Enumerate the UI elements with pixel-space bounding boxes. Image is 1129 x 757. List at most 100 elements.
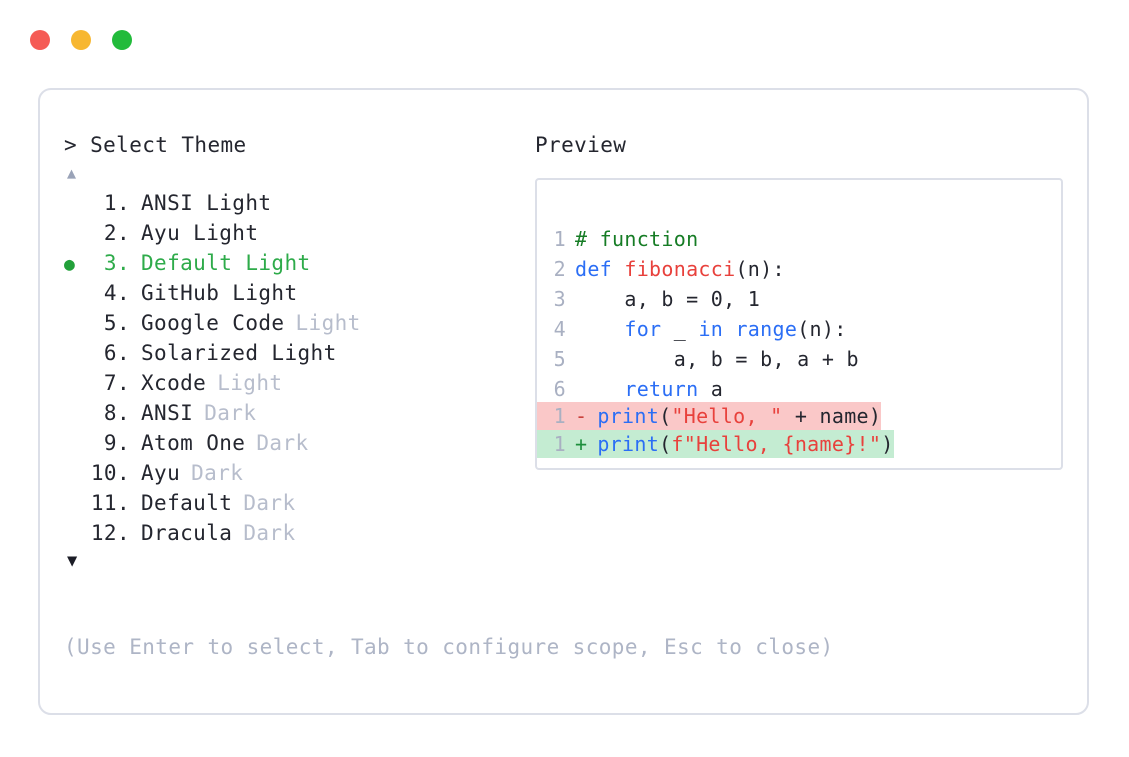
theme-item-name: GitHub Light: [141, 281, 298, 305]
code-token: [723, 317, 735, 341]
code-line: 6 return a: [537, 374, 1061, 404]
code-token: return: [624, 377, 699, 401]
code-line: 3 a, b = 0, 1: [537, 284, 1061, 314]
theme-item-number: 1.: [103, 191, 130, 215]
code-token: !": [856, 432, 882, 456]
preview-label: Preview: [535, 133, 627, 157]
line-number: 1: [553, 227, 566, 251]
theme-list-item[interactable]: 8. ANSI Dark: [64, 398, 534, 428]
theme-item-name: Atom One: [141, 431, 246, 455]
theme-item-number: 12.: [90, 521, 130, 545]
code-token: + name): [782, 404, 882, 428]
code-token: (n):: [735, 257, 785, 281]
code-token: (: [659, 404, 672, 428]
code-token: a, b = 0, 1: [575, 287, 761, 311]
window-controls: [30, 30, 132, 50]
code-token: {name}: [782, 432, 857, 456]
code-token: (: [659, 432, 672, 456]
minimize-button[interactable]: [71, 30, 91, 50]
diff-removed-line: 1-print("Hello, " + name): [537, 402, 882, 430]
theme-list-item[interactable]: 6. Solarized Light: [64, 338, 534, 368]
code-token: in: [698, 317, 724, 341]
code-token: fibonacci: [624, 257, 736, 281]
theme-list-item[interactable]: ●3.Default Light: [64, 248, 534, 278]
code-token: for: [624, 317, 662, 341]
code-text: a, b = b, a + b: [575, 344, 859, 374]
code-token: [575, 377, 624, 401]
diff-sign: -: [575, 404, 588, 428]
line-number: 3: [553, 287, 566, 311]
theme-item-number: 6.: [103, 341, 130, 365]
code-token: a, b = b, a + b: [575, 347, 859, 371]
code-token: # function: [575, 227, 699, 251]
close-button[interactable]: [30, 30, 50, 50]
theme-item-variant: Dark: [243, 521, 296, 545]
code-text: def fibonacci(n):: [575, 254, 785, 284]
selected-bullet-icon: ●: [64, 254, 76, 275]
diff-sample: 1-print("Hello, " + name)1+print(f"Hello…: [537, 402, 1061, 458]
theme-item-number: 9.: [103, 431, 130, 455]
theme-list-item[interactable]: 11. Default Dark: [64, 488, 534, 518]
code-token: (n):: [797, 317, 847, 341]
theme-list-item[interactable]: 7. Xcode Light: [64, 368, 534, 398]
theme-item-name: Solarized Light: [141, 341, 337, 365]
code-token: ): [881, 432, 894, 456]
theme-item-variant: Dark: [256, 431, 309, 455]
code-token: print: [597, 404, 660, 428]
theme-picker-card: > Select Theme ▲ 1. ANSI Light 2. Ayu Light…: [38, 88, 1089, 715]
theme-item-name: ANSI Light: [141, 191, 272, 215]
theme-item-variant: Dark: [191, 461, 244, 485]
scroll-down-icon[interactable]: ▼: [67, 551, 78, 571]
line-number: 4: [553, 317, 566, 341]
theme-list-item[interactable]: 1. ANSI Light: [64, 188, 534, 218]
theme-item-name: Google Code: [141, 311, 285, 335]
scroll-up-icon[interactable]: ▲: [67, 164, 77, 182]
prompt-label: > Select Theme: [64, 133, 247, 157]
code-token: _: [661, 317, 699, 341]
theme-item-number: 3.: [103, 251, 130, 275]
line-number: 5: [553, 347, 566, 371]
theme-item-variant: Light: [295, 311, 361, 335]
theme-item-number: 2.: [103, 221, 130, 245]
code-line: 1 # function: [537, 224, 1061, 254]
code-line: 4 for _ in range(n):: [537, 314, 1061, 344]
maximize-button[interactable]: [112, 30, 132, 50]
theme-item-variant: Dark: [243, 491, 296, 515]
theme-item-number: 4.: [103, 281, 130, 305]
theme-item-number: 8.: [103, 401, 130, 425]
code-text: a, b = 0, 1: [575, 284, 760, 314]
theme-list-item[interactable]: 4. GitHub Light: [64, 278, 534, 308]
theme-item-name: Default: [141, 491, 233, 515]
code-token: a: [698, 377, 724, 401]
theme-item-name: ANSI: [141, 401, 194, 425]
theme-item-name: Xcode: [141, 371, 207, 395]
theme-item-name: Ayu Light: [141, 221, 259, 245]
code-token: [575, 317, 624, 341]
theme-list-item[interactable]: 2. Ayu Light: [64, 218, 534, 248]
diff-added-line: 1+print(f"Hello, {name}!"): [537, 430, 894, 458]
theme-item-name: Ayu: [141, 461, 181, 485]
code-token: def: [575, 257, 625, 281]
diff-row: 1-print("Hello, " + name): [537, 402, 1061, 430]
diff-row: 1+print(f"Hello, {name}!"): [537, 430, 1061, 458]
theme-item-variant: Light: [217, 371, 283, 395]
code-text: for _ in range(n):: [575, 314, 847, 344]
code-text: # function: [575, 224, 698, 254]
theme-item-number: 7.: [103, 371, 130, 395]
theme-item-variant: Dark: [204, 401, 257, 425]
keyboard-hint: (Use Enter to select, Tab to configure s…: [64, 635, 834, 659]
line-number: 2: [553, 257, 566, 281]
theme-list: 1. ANSI Light 2. Ayu Light ● 3. Default Light 4…: [64, 188, 534, 548]
code-text: return a: [575, 374, 723, 404]
code-token: range: [735, 317, 798, 341]
theme-item-number: 11.: [90, 491, 130, 515]
line-number: 6: [553, 377, 566, 401]
code-line: 2 def fibonacci(n):: [537, 254, 1061, 284]
code-token: print: [597, 432, 660, 456]
theme-list-item[interactable]: 9. Atom One Dark: [64, 428, 534, 458]
